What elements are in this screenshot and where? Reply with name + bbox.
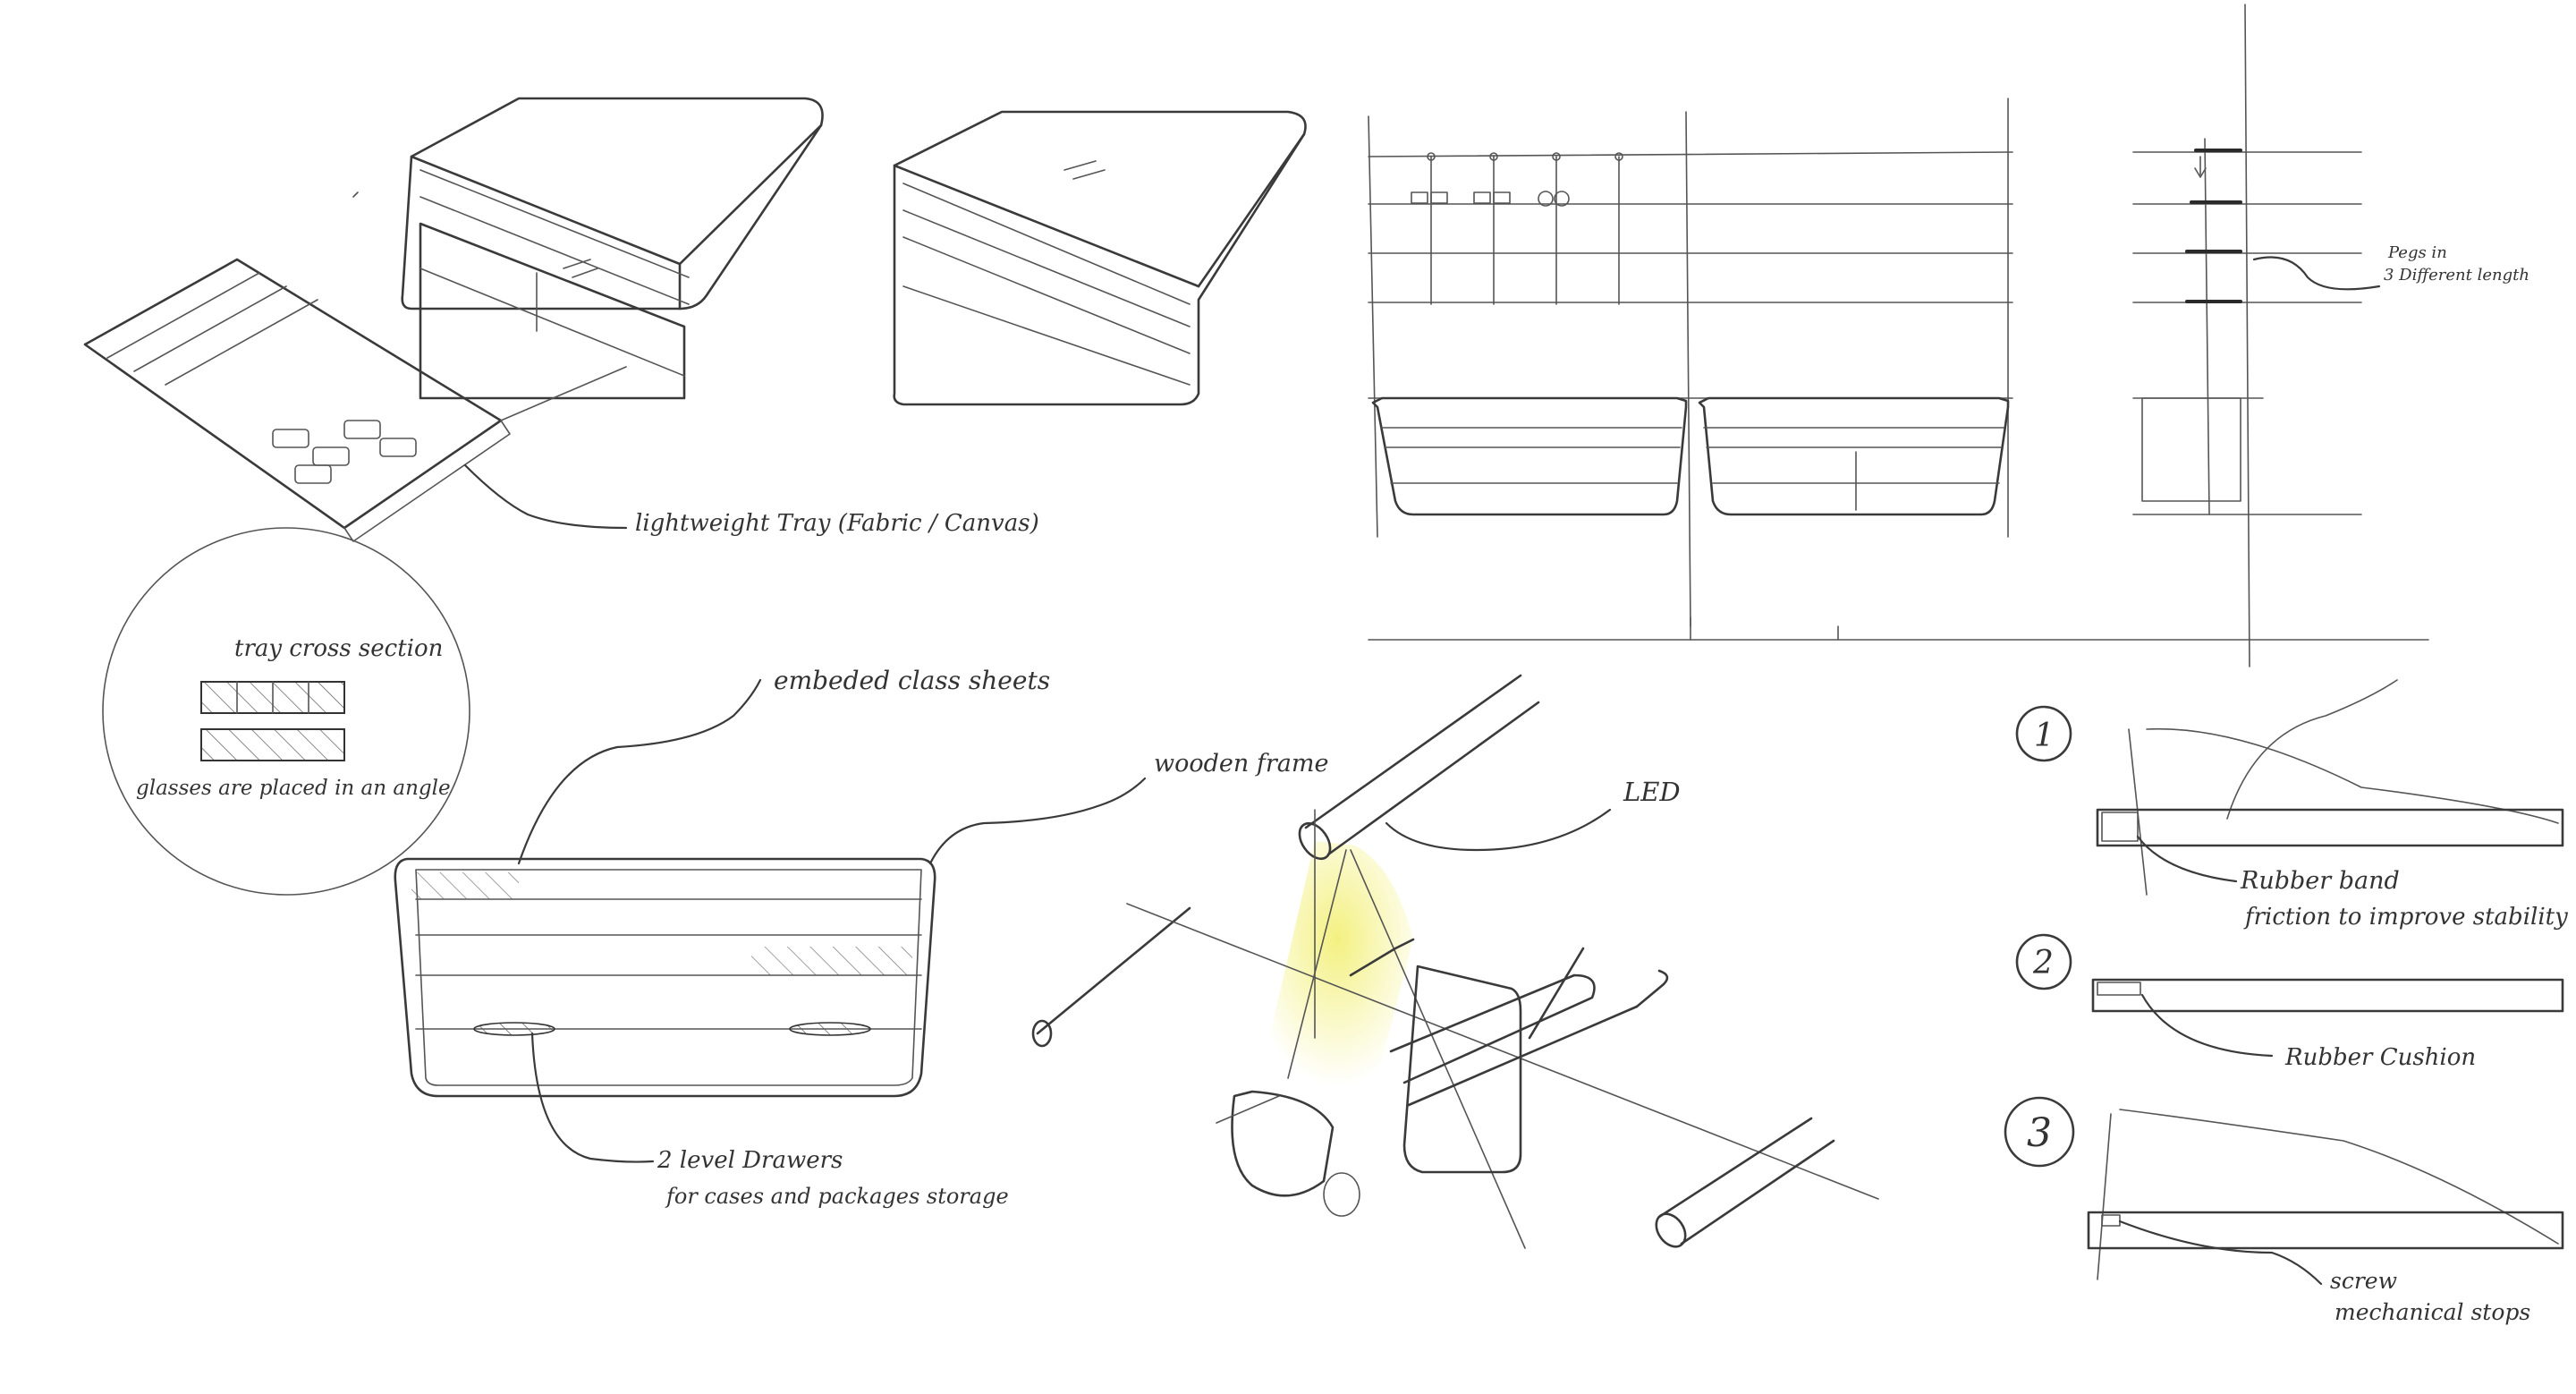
detail-1-sketch — [2015, 679, 2564, 896]
cross-section-note: glasses are placed in an angle — [136, 777, 451, 800]
step-2-label-line1: Rubber Cushion — [2284, 1044, 2476, 1071]
front-view-sketch — [394, 857, 936, 1098]
drawers-label-line1: 2 level Drawers — [657, 1147, 843, 1174]
wooden-frame-label: wooden frame — [1154, 750, 1328, 778]
step-1-number: 1 — [2034, 718, 2055, 754]
cabinet-with-tray-sketch — [83, 97, 824, 542]
drawers-label-line2: for cases and packages storage — [665, 1184, 1009, 1209]
led-label: LED — [1623, 777, 1681, 807]
pegs-label-line2: 3 Different length — [2384, 266, 2529, 285]
pegs-label-line1: Pegs in — [2387, 243, 2447, 262]
step-3-number: 3 — [2027, 1110, 2052, 1156]
side-elevation-sketch — [2132, 4, 2381, 667]
step-3-label-line2: mechanical stops — [2334, 1299, 2530, 1325]
cross-section-title: tray cross section — [234, 635, 443, 662]
detail-3-sketch — [2004, 1096, 2564, 1286]
tray-label: lightweight Tray (Fabric / Canvas) — [635, 510, 1039, 537]
led-frame-sketch — [1031, 674, 1879, 1249]
leader-lines — [463, 463, 1612, 1163]
front-elevation-sketch — [1368, 98, 2429, 641]
tray-cross-section — [102, 527, 470, 896]
glass-sheets-label: embeded class sheets — [774, 666, 1050, 695]
step-2-number: 2 — [2032, 945, 2054, 982]
step-3-label-line1: screw — [2330, 1268, 2397, 1294]
cabinet-closed-sketch — [893, 110, 1307, 406]
step-1-label-line2: friction to improve stability — [2243, 904, 2568, 931]
detail-2-sketch — [2015, 933, 2564, 1058]
step-1-label-line1: Rubber band — [2240, 867, 2400, 895]
